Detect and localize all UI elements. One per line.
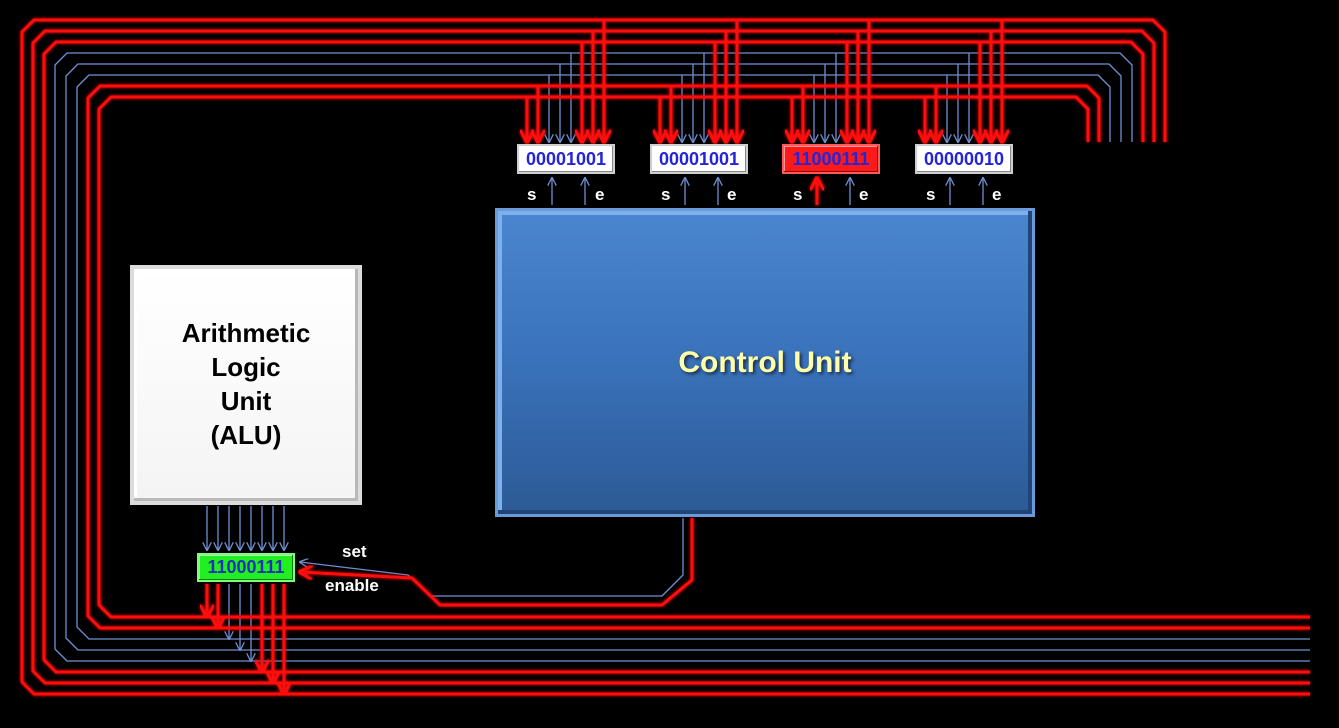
alu-box: Arithmetic Logic Unit (ALU): [130, 265, 362, 505]
register-2: 00001001: [650, 144, 748, 174]
register-3-value: 11000111: [792, 148, 870, 169]
register-2-value: 00001001: [658, 148, 740, 169]
accumulator-set-wire: [300, 518, 684, 597]
accumulator-register: 11000111: [197, 553, 295, 582]
register-1: 00001001: [517, 144, 615, 174]
alu-label-line-2: Logic: [211, 352, 281, 383]
register-2-enable-label: e: [727, 185, 737, 204]
control-unit-label: Control Unit: [678, 345, 852, 379]
register-3-enable-label: e: [859, 185, 869, 204]
bus-line-8: [97, 95, 1310, 619]
alu-label-line-3: Unit: [220, 386, 272, 416]
register-1-set-label: s: [527, 185, 537, 204]
bus-line-4: [54, 52, 1310, 662]
accumulator-set-label: set: [342, 542, 367, 561]
bus-line-2: [31, 29, 1310, 685]
accumulator-enable-label: enable: [325, 576, 379, 595]
register-1-value: 00001001: [525, 148, 607, 169]
accumulator-value: 11000111: [207, 557, 285, 577]
bus-line-7: [86, 84, 1310, 630]
register-4: 00000010: [915, 144, 1013, 174]
register-4-enable-label: e: [992, 185, 1002, 204]
bus-line-6: [76, 74, 1310, 640]
register-4-set-label: s: [926, 185, 936, 204]
register-3: 11000111: [782, 144, 880, 174]
bus-line-3: [42, 40, 1310, 674]
alu-label-line-4: (ALU): [210, 419, 282, 450]
accumulator-enable-wire: [300, 518, 694, 607]
active-bus-wires: [20, 18, 1310, 696]
register-3-set-label: s: [793, 185, 803, 204]
control-unit-box: Control Unit: [495, 208, 1035, 517]
inactive-bus-wires: [54, 52, 1310, 662]
bus-line-1: [20, 18, 1310, 696]
register-4-value: 00000010: [923, 148, 1005, 169]
register-1-enable-label: e: [595, 185, 605, 204]
bus-line-5: [65, 63, 1310, 651]
register-2-set-label: s: [661, 185, 671, 204]
alu-label-line-1: Arithmetic: [181, 318, 311, 349]
